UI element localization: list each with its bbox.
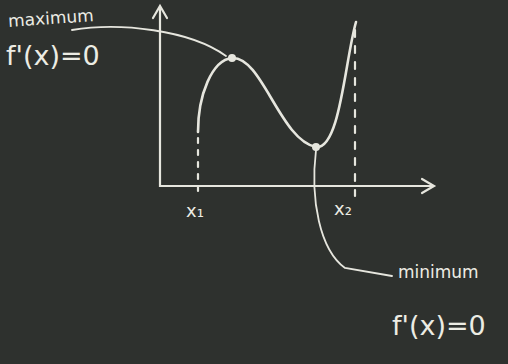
min-point: [312, 143, 320, 151]
chalk-note: f'(x)=0: [392, 312, 486, 339]
axis-label: x₁: [186, 202, 204, 220]
y-arrow: [153, 6, 167, 18]
dashed-x2: [354, 30, 356, 196]
axes: [160, 8, 432, 186]
dashed-x1: [197, 138, 199, 196]
chalk-note: minimum: [398, 264, 479, 281]
x-arrow: [422, 179, 434, 193]
chalk-note: maximum: [8, 7, 95, 30]
chalk-note: f'(x)=0: [6, 42, 100, 69]
max-point: [228, 54, 236, 62]
function-curve: [198, 22, 356, 147]
min-leader: [314, 150, 392, 276]
axis-label: x₂: [334, 200, 352, 218]
